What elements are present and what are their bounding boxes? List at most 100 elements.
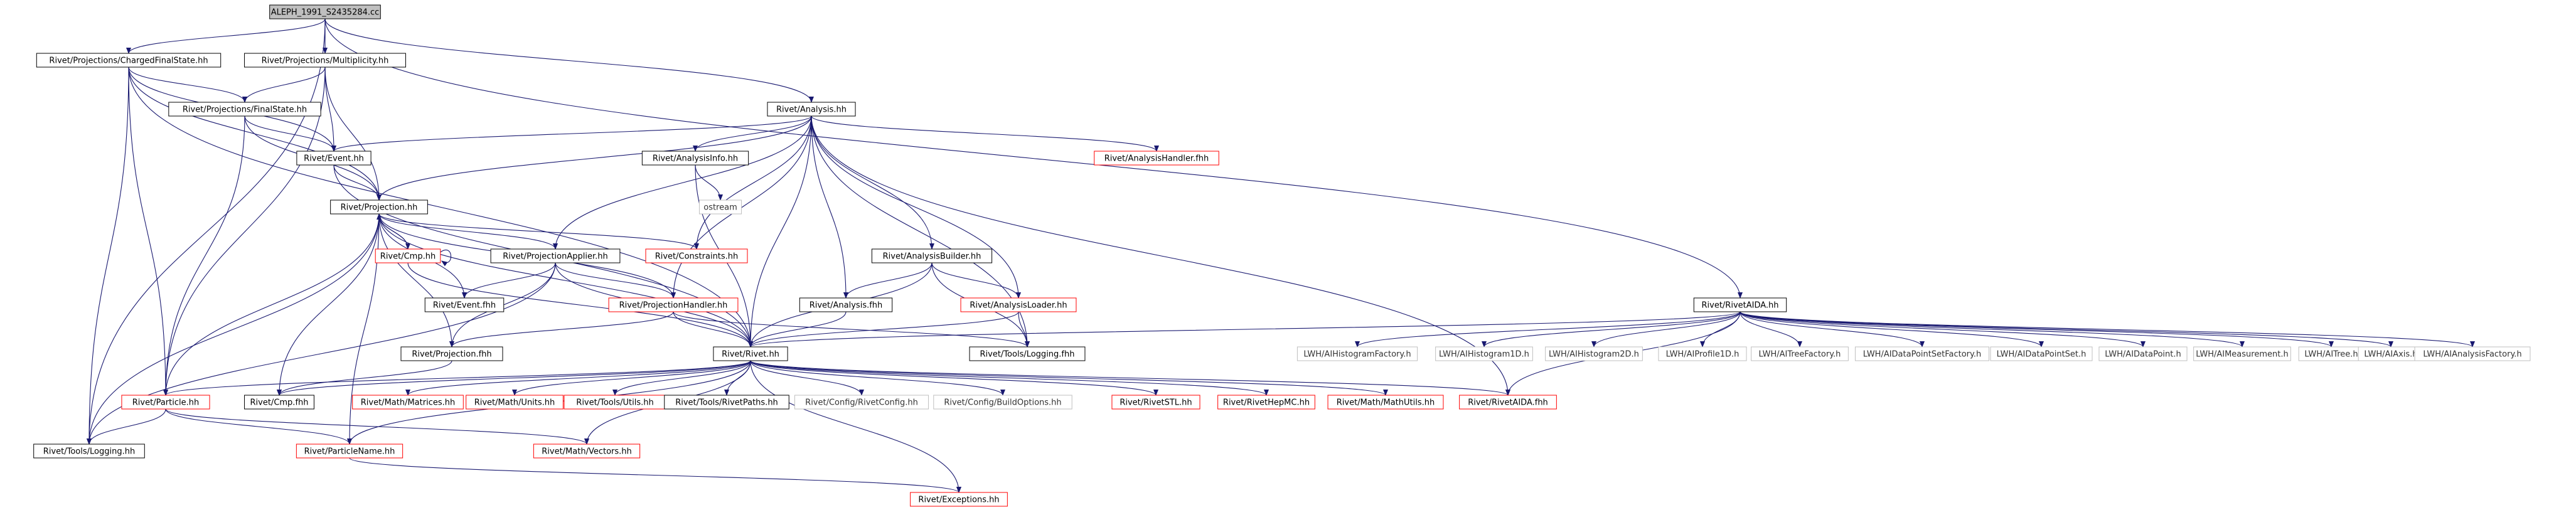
node-box [799,297,893,312]
node-rivet-analysisloader-hh[interactable]: Rivet/AnalysisLoader.hh [960,297,1077,312]
edge-analysis-to-event [331,115,812,152]
node-lwh-aihistogram1d-h: LWH/AIHistogram1D.h [1435,346,1533,361]
edge-rivetaida-to-lwh_h2 [1591,311,1741,348]
node-rivet-tools-utils-hh[interactable]: Rivet/Tools/Utils.hh [564,395,666,410]
node-label: Rivet/AnalysisInfo.hh [653,154,738,164]
node-lwh-aidatapointsetfactory-h: LWH/AIDataPointSetFactory.h [1854,346,1990,361]
node-rivet-cmp-hh[interactable]: Rivet/Cmp.hh [375,248,441,263]
edge-phandler-to-rivethh [673,311,753,348]
node-rivet-event-hh[interactable]: Rivet/Event.hh [296,151,371,166]
edge-particle-to-pname [165,408,352,445]
node-rivet-rivetaida-fhh[interactable]: Rivet/RivetAIDA.fhh [1459,395,1557,410]
edge-root-to-analysis [324,18,814,103]
node-rivet-analysisbuilder-hh[interactable]: Rivet/AnalysisBuilder.hh [871,248,993,263]
node-box [121,395,210,410]
node-box [1094,151,1219,166]
edge-abuilder-to-aloader [931,262,1021,299]
edge-rivethh-to-rivetstl [750,360,1158,396]
node-label: Rivet/Config/BuildOptions.hh [944,398,1061,408]
node-rivet-particle-hh[interactable]: Rivet/Particle.hh [121,395,210,410]
node-box [698,199,742,215]
node-rivet-math-mathutils-hh[interactable]: Rivet/Math/MathUtils.hh [1327,395,1444,410]
edge-root-to-rivetaida [324,18,1743,299]
node-box [1545,346,1643,361]
edge-rivetaida-to-lwh_tf [1740,311,1802,348]
edge-papplier-to-logging [87,262,556,445]
node-label: Rivet/RivetSTL.hh [1120,398,1192,408]
node-rivet-analysisinfo-hh[interactable]: Rivet/AnalysisInfo.hh [641,151,749,166]
node-box [2098,346,2188,361]
node-box [424,297,505,312]
edge-rivethh-to-utils [612,360,751,396]
edge-rivetaida-to-lwh_dps [1740,311,2044,348]
edge-phandler-to-projfhh [449,311,674,348]
edge-rivethh-to-cmpfhh [277,360,751,396]
node-rivet-projections-multiplicity-hh[interactable]: Rivet/Projections/Multiplicity.hh [244,53,406,68]
edge-analysis-to-phandler [671,115,812,299]
edge-rivethh-to-rivetconfig [750,360,864,396]
node-box [664,395,789,410]
node-box [1217,395,1315,410]
node-rivet-projectionapplier-hh[interactable]: Rivet/ProjectionApplier.hh [490,248,621,263]
edge-analysis-to-rivethh [748,115,812,348]
node-label: Rivet/Tools/Utils.hh [576,398,653,408]
node-box [767,102,856,117]
node-box [1435,346,1533,361]
node-rivet-tools-logging-hh[interactable]: Rivet/Tools/Logging.hh [33,444,145,459]
node-rivet-analysis-fhh[interactable]: Rivet/Analysis.fhh [799,297,893,312]
node-rivet-projection-fhh[interactable]: Rivet/Projection.fhh [400,346,503,361]
node-rivet-projections-chargedfinalstate-hh[interactable]: Rivet/Projections/ChargedFinalState.hh [36,53,222,68]
node-box [533,444,641,459]
node-rivet-projections-finalstate-hh[interactable]: Rivet/Projections/FinalState.hh [168,102,321,117]
edge-projection-to-logging [87,213,380,445]
node-rivet-analysis-hh[interactable]: Rivet/Analysis.hh [767,102,856,117]
edge-afhh-to-rivethh [748,311,847,348]
node-rivet-tools-rivetpaths-hh[interactable]: Rivet/Tools/RivetPaths.hh [664,395,789,410]
node-label: LWH/AIHistogram2D.h [1549,350,1639,359]
edge-rivethh-to-rivethepmc [750,360,1269,396]
node-rivet-particlename-hh[interactable]: Rivet/ParticleName.hh [296,444,404,459]
node-rivet-constraints-hh[interactable]: Rivet/Constraints.hh [645,248,748,263]
node-label: Rivet/AnalysisBuilder.hh [883,252,981,262]
node-box [490,248,621,263]
node-rivet-tools-logging-fhh[interactable]: Rivet/Tools/Logging.fhh [969,346,1086,361]
edge-analysis-to-ahandler [811,115,1159,152]
node-box [1296,346,1418,361]
node-label: LWH/AIDataPoint.h [2105,350,2181,359]
node-rivet-rivetaida-hh[interactable]: Rivet/RivetAIDA.hh [1693,297,1787,312]
edge-projection-to-constraints [378,213,699,250]
node-rivet-rivetstl-hh[interactable]: Rivet/RivetSTL.hh [1111,395,1200,410]
node-rivet-math-units-hh[interactable]: Rivet/Math/Units.hh [466,395,564,410]
node-rivet-rivethepmc-hh[interactable]: Rivet/RivetHepMC.hh [1217,395,1315,410]
edge-aloader-to-logginghh [1018,311,1030,348]
node-rivet-projection-hh[interactable]: Rivet/Projection.hh [330,199,428,215]
node-rivet-projectionhandler-hh[interactable]: Rivet/ProjectionHandler.hh [608,297,739,312]
edge-papplier-to-phandler [555,262,676,299]
node-label: Rivet/Analysis.hh [776,105,847,115]
node-box [352,395,464,410]
node-box [1658,346,1747,361]
node-ostream: ostream [698,199,742,215]
edge-mult-to-event [324,66,336,152]
edge-rivetaida-to-lwh_meas [1740,311,2245,348]
edge-projection-to-papplier [378,213,558,250]
node-lwh-aiprofile1d-h: LWH/AIProfile1D.h [1658,346,1747,361]
node-rivet-math-matrices-hh[interactable]: Rivet/Math/Matrices.hh [352,395,464,410]
node-label: Rivet/Rivet.hh [722,350,779,359]
node-label: Rivet/ProjectionHandler.hh [619,301,728,311]
node-lwh-aianalysisfactory-h: LWH/AIAnalysisFactory.h [2414,346,2531,361]
node-rivet-cmp-fhh[interactable]: Rivet/Cmp.fhh [244,395,314,410]
edge-rivetaida-to-lwh_axis [1740,311,2393,348]
node-rivet-rivet-hh[interactable]: Rivet/Rivet.hh [713,346,788,361]
edge-projection-to-projfhh [378,213,454,348]
node-rivet-exceptions-hh[interactable]: Rivet/Exceptions.hh [910,492,1008,507]
node-label: ALEPH_1991_S2435284.cc [271,8,380,18]
node-rivet-event-fhh[interactable]: Rivet/Event.fhh [424,297,505,312]
edge-fs-to-event [244,115,336,152]
edge-particle-to-vectors [165,408,589,445]
edge-aloader-to-rivethh [748,311,1019,348]
node-rivet-analysishandler-fhh[interactable]: Rivet/AnalysisHandler.fhh [1094,151,1219,166]
node-box [269,4,381,19]
node-rivet-math-vectors-hh[interactable]: Rivet/Math/Vectors.hh [533,444,641,459]
